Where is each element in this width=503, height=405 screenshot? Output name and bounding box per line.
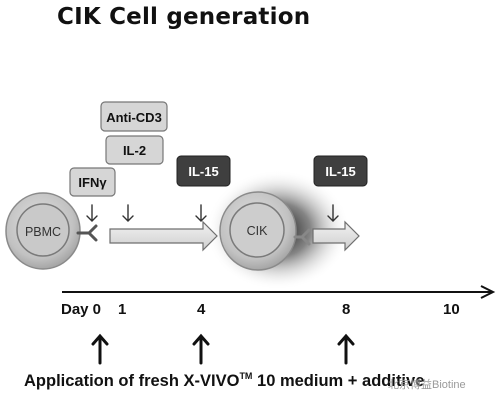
cik-label: CIK xyxy=(247,224,269,238)
pbmc-label: PBMC xyxy=(25,225,61,239)
caption-main: Application of fresh X-VIVO xyxy=(24,372,240,390)
timeline-arrowhead xyxy=(480,285,496,299)
day-label-8: 8 xyxy=(342,301,351,318)
cik-cell xyxy=(219,191,297,271)
cik-receptor xyxy=(293,228,311,246)
pbmc-receptor xyxy=(76,224,98,242)
up-arrow-day0 xyxy=(91,333,109,365)
down-arrow-il15-day4 xyxy=(195,204,207,222)
down-arrow-il15-day8 xyxy=(327,204,339,222)
up-arrow-day4 xyxy=(192,333,210,365)
day-label-1: 1 xyxy=(118,301,127,318)
day-label-0: Day 0 xyxy=(61,301,102,318)
anti-cd3-box: Anti-CD3 xyxy=(100,101,168,132)
ifng-label: IFNγ xyxy=(78,175,107,190)
up-arrow-day8 xyxy=(337,333,355,365)
il2-label: IL-2 xyxy=(123,143,146,158)
il15-day8-label: IL-15 xyxy=(325,164,355,179)
il15-day8-box: IL-15 xyxy=(313,155,368,187)
watermark-text: 北京博益Biotine xyxy=(388,379,466,391)
il2-box: IL-2 xyxy=(105,135,164,165)
day-label-4: 4 xyxy=(197,301,206,318)
anti-cd3-label: Anti-CD3 xyxy=(106,110,162,125)
down-arrow-ifng xyxy=(86,204,98,222)
diagram-title: CIK Cell generation xyxy=(57,4,311,30)
expansion-arrow-1 xyxy=(109,220,218,252)
down-arrow-il2 xyxy=(122,204,134,222)
pbmc-cell xyxy=(5,192,81,270)
il15-day4-label: IL-15 xyxy=(188,164,218,179)
caption-end: 10 medium + additive xyxy=(252,372,425,390)
day-label-10: 10 xyxy=(443,301,460,318)
il15-day4-box: IL-15 xyxy=(176,155,231,187)
expansion-arrow-2 xyxy=(312,220,360,252)
ifng-box: IFNγ xyxy=(69,167,116,197)
medium-caption: Application of fresh X-VIVOTM 10 medium … xyxy=(24,371,424,391)
caption-trademark: TM xyxy=(239,371,253,381)
